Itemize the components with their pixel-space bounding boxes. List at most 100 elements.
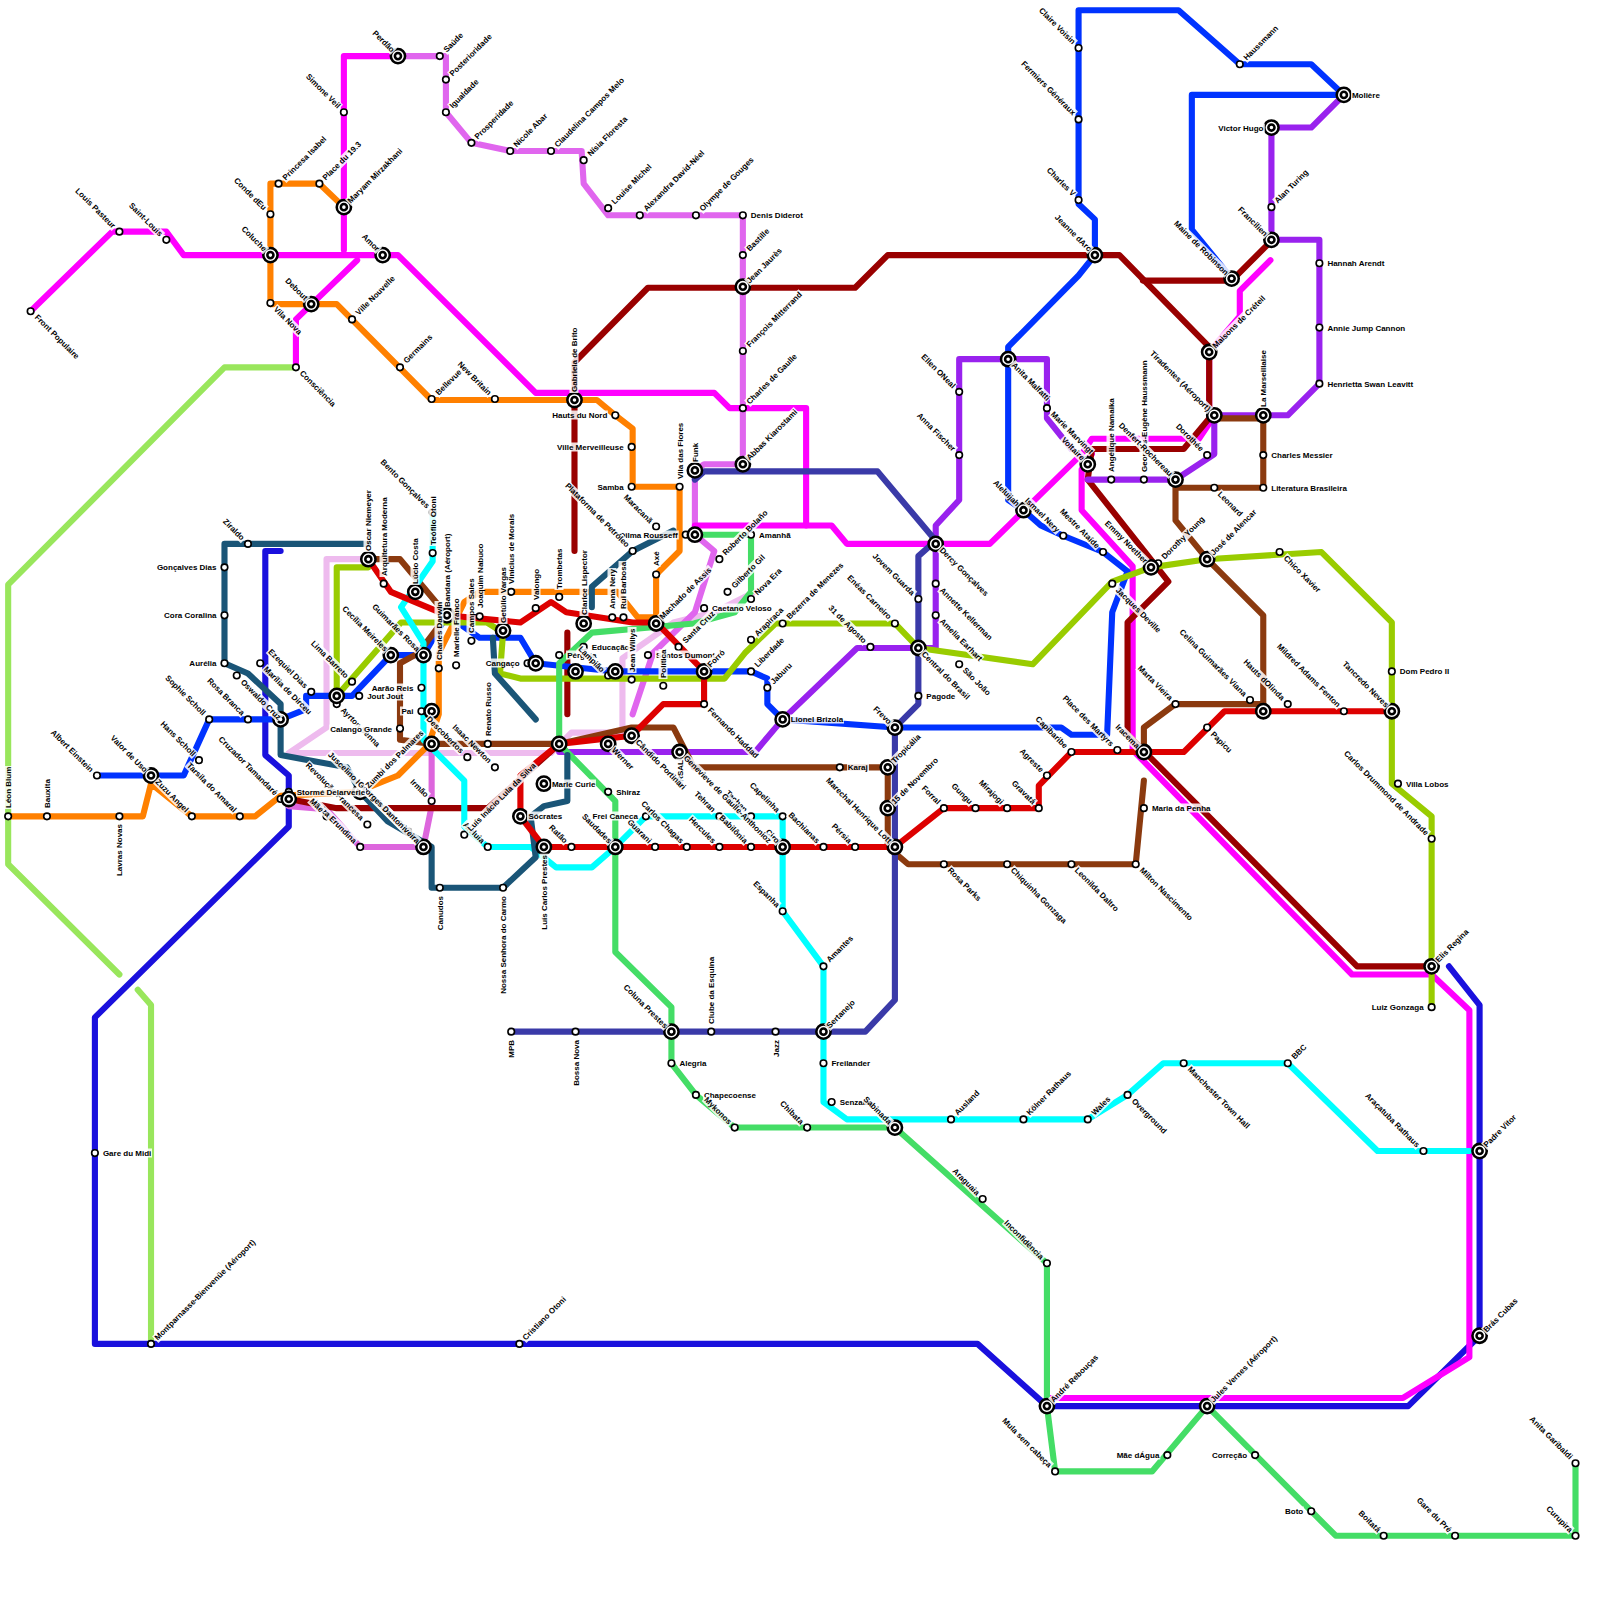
station-dot xyxy=(308,689,315,696)
interchange-core xyxy=(286,796,292,802)
metro-line xyxy=(559,359,1071,752)
station-label: Funk xyxy=(690,442,699,463)
station-dot xyxy=(492,396,499,403)
interchange-ring xyxy=(1256,408,1270,422)
station-dot xyxy=(660,682,667,689)
station-dot xyxy=(1068,861,1075,868)
station-dot xyxy=(1108,476,1115,483)
station-label: Mildred Adams Fenton xyxy=(1274,642,1343,711)
station-dot xyxy=(675,644,682,651)
station-dot xyxy=(605,741,612,748)
interchange-core xyxy=(933,541,939,547)
interchange-core xyxy=(629,733,635,739)
station-dot xyxy=(779,620,786,627)
station-label: Hans Scholl xyxy=(158,719,198,759)
station-dot xyxy=(956,389,963,396)
metro-line xyxy=(1088,95,1344,480)
station-dot xyxy=(443,76,450,83)
station-dot xyxy=(418,684,425,691)
interchange-core xyxy=(612,668,618,674)
station-dot xyxy=(748,668,755,675)
interchange-core xyxy=(1389,708,1395,714)
interchange-core xyxy=(1477,1148,1483,1154)
station-label: Oscar Niemeyer xyxy=(364,489,373,552)
station-dot xyxy=(915,645,922,652)
station-dot xyxy=(1044,1403,1051,1410)
station-label: Tancredo Neves xyxy=(1340,659,1391,710)
interchange-ring xyxy=(567,393,581,407)
station-label: Claudelina Campos Melo xyxy=(552,75,627,150)
station-dot xyxy=(1341,708,1348,715)
station-label: Boto xyxy=(1284,1507,1304,1516)
station-label: Molière xyxy=(1351,90,1381,99)
station-dot xyxy=(1084,461,1091,468)
station-dot xyxy=(701,701,708,708)
interchange-core xyxy=(892,1124,898,1130)
station-dot xyxy=(397,725,404,732)
station-label: Pérsia xyxy=(829,821,854,846)
station-dot xyxy=(1164,1452,1171,1459)
station-label: Gonçalves Dias xyxy=(156,563,218,572)
station-dot xyxy=(464,754,471,761)
station-label: Pagode xyxy=(925,691,956,700)
station-label: Victor Hugo xyxy=(1217,123,1264,132)
station-label: Olympe de Gouges xyxy=(697,155,756,214)
station-dot xyxy=(1211,484,1218,491)
station-dot xyxy=(748,596,755,603)
station-dot xyxy=(1100,549,1107,556)
station-label: François Mitterrand xyxy=(744,289,805,350)
station-dot xyxy=(428,798,435,805)
station-label: Arquitetura Moderna xyxy=(379,496,388,577)
station-dot xyxy=(1572,1460,1579,1467)
station-label: Dorothy Young xyxy=(1159,514,1207,562)
interchange-ring xyxy=(552,737,566,751)
station-dot xyxy=(1316,380,1323,387)
station-dot xyxy=(163,237,170,244)
station-label: Curupira xyxy=(1543,1503,1574,1534)
station-label: Alexandra David-Néel xyxy=(641,148,707,214)
station-label: Sertanejo xyxy=(825,997,859,1031)
station-label: Campos Sales xyxy=(467,577,476,634)
station-dot xyxy=(1206,349,1213,356)
interchange-core xyxy=(1268,124,1274,130)
station-dot xyxy=(1204,556,1211,563)
interchange-core xyxy=(1204,1403,1210,1409)
station-label: Saúde xyxy=(441,30,466,55)
station-label: Caetano Veloso xyxy=(711,604,773,613)
station-dot xyxy=(779,813,786,820)
station-label: Celina Guimarães Viana xyxy=(1177,627,1249,699)
interchanges xyxy=(144,49,1487,1413)
station-label: Literatura Brasileira xyxy=(1270,483,1348,492)
station-label: Abbas Kiarostami xyxy=(744,407,800,463)
station-dot xyxy=(653,523,660,530)
station-label: Capelinha xyxy=(747,780,782,815)
interchange-core xyxy=(653,620,659,626)
station-dot xyxy=(221,564,228,571)
station-label: Vila das Flores xyxy=(675,421,684,479)
interchange-core xyxy=(556,741,562,747)
station-dot xyxy=(972,805,979,812)
station-label: Enéas Carneiro xyxy=(845,573,894,622)
station-label: Bandara (Aéroport) xyxy=(442,533,451,608)
station-dot xyxy=(1268,204,1275,211)
station-dot xyxy=(245,716,252,723)
station-dot xyxy=(1268,124,1275,131)
interchange-core xyxy=(1260,708,1266,714)
station-label: Saint-Louis xyxy=(127,200,166,239)
station-label: BBC xyxy=(1289,1042,1309,1062)
interchange-core xyxy=(1092,252,1098,258)
interchange-core xyxy=(420,844,426,850)
interchange-core xyxy=(1211,412,1217,418)
station-dot xyxy=(357,844,364,851)
station-label: Rui Barbosa xyxy=(619,561,628,610)
station-label: Lúcio Costa xyxy=(411,537,420,585)
station-dot xyxy=(724,589,731,596)
station-label: Brás Cubas xyxy=(1481,1295,1520,1334)
interchange-core xyxy=(740,461,746,467)
station-dot xyxy=(468,638,475,645)
interchange-core xyxy=(692,467,698,473)
station-dot xyxy=(716,844,723,851)
station-dot xyxy=(206,716,213,723)
station-dot xyxy=(1068,749,1075,756)
